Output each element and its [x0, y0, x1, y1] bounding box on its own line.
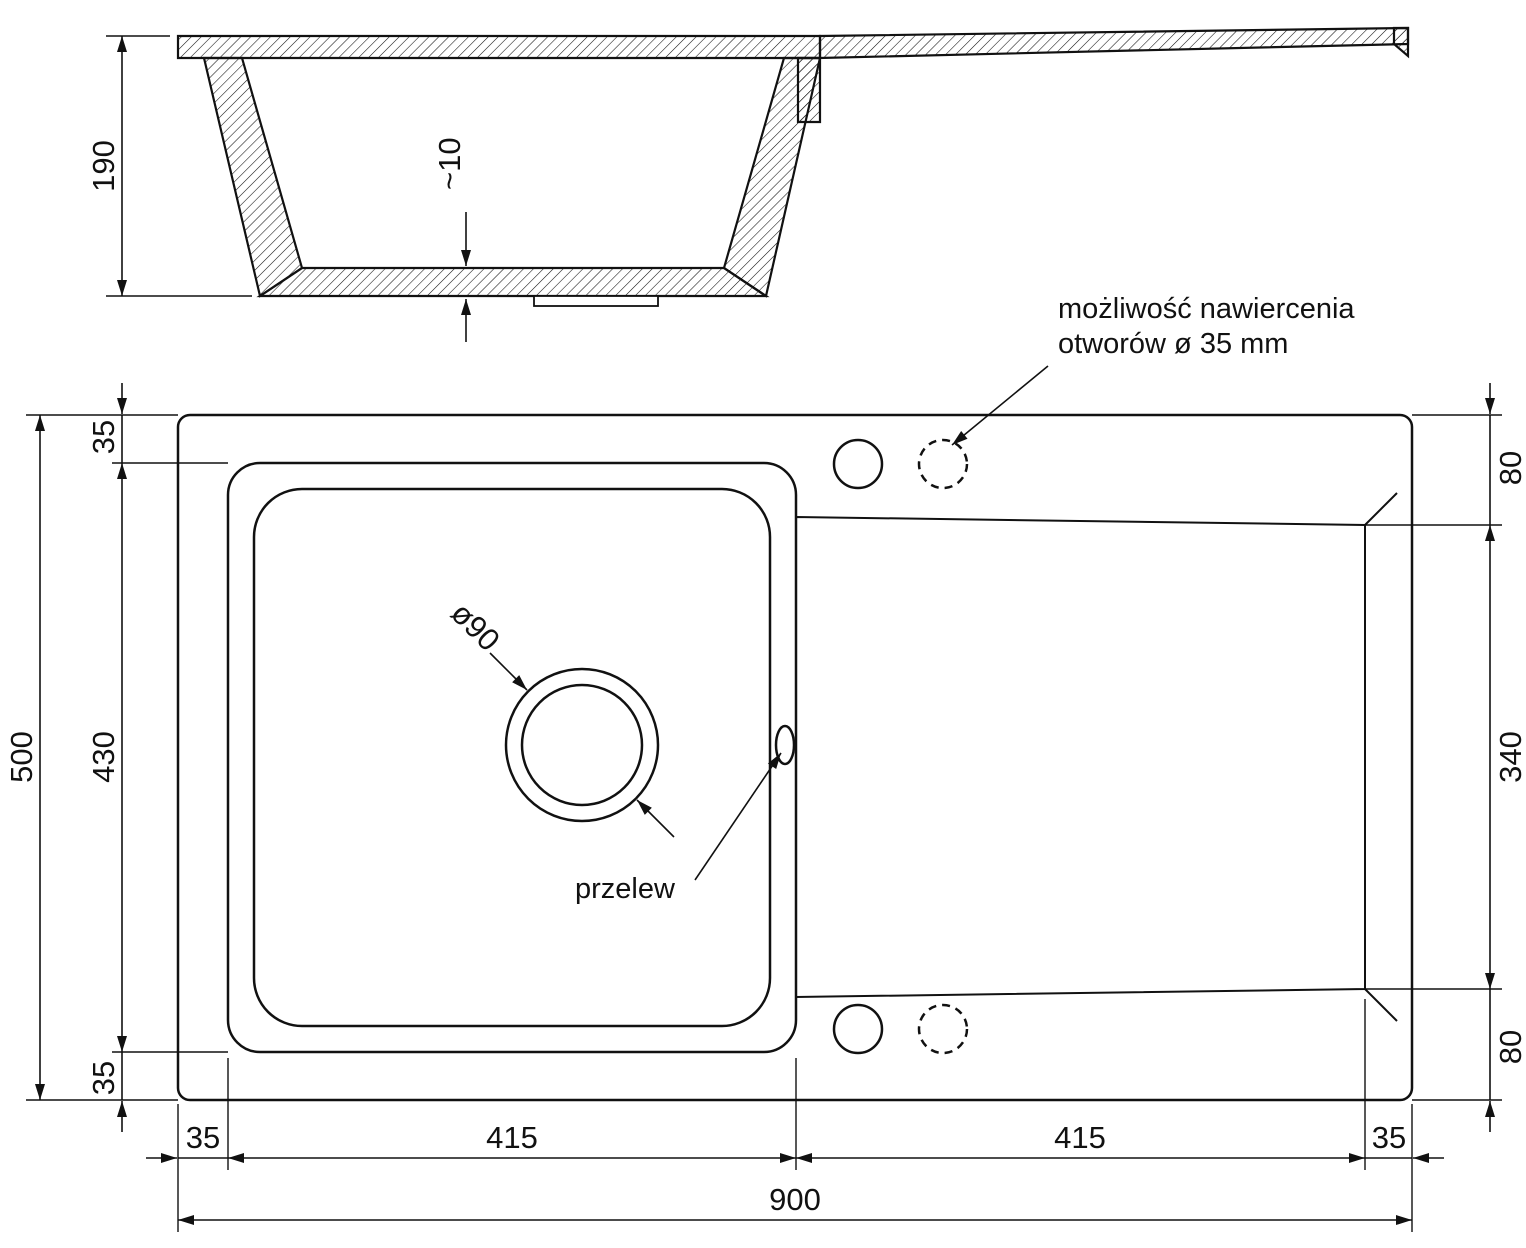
dim-label-right-bottom: 80 — [1493, 1030, 1526, 1064]
section-divider-block — [796, 56, 822, 124]
plan-view: możliwość nawiercenia otworów ø 35 mm pr… — [176, 293, 1414, 1102]
dim-label-margin-left: 35 — [186, 1120, 220, 1155]
dim-depth-group: 190 — [86, 35, 252, 297]
dim-label-bowl-width: 415 — [486, 1120, 538, 1155]
section-view: 190 ~10 — [86, 26, 1410, 342]
dim-thickness-group: ~10 — [432, 137, 471, 342]
tap-hole-bottom-optional — [917, 1003, 969, 1055]
tap-hole-top-optional — [917, 438, 969, 490]
dim-label-rim-bottom: 35 — [86, 1061, 121, 1095]
dim-label-margin-right: 35 — [1372, 1120, 1406, 1155]
dim-label-overall-height: 500 — [4, 731, 39, 783]
holes-note-line1: możliwość nawiercenia — [1058, 293, 1355, 325]
dimensions-left: 500 35 430 35 — [4, 383, 228, 1132]
drainboard-corner-top — [1364, 492, 1398, 526]
section-bottom — [256, 266, 770, 298]
drain-inner-circle — [520, 683, 644, 807]
drainboard-surface — [795, 515, 1366, 999]
overflow-label-group: przelew — [575, 752, 782, 905]
overflow-leader — [694, 752, 782, 881]
bowl-rim-inner — [252, 487, 772, 1028]
drainboard-corner-bottom — [1364, 988, 1398, 1022]
dim-label-bowl-height: 430 — [86, 731, 121, 783]
drain-leader-lower — [636, 799, 675, 838]
dim-label-thickness: ~10 — [432, 137, 467, 190]
dim-label-depth: 190 — [86, 140, 121, 192]
tap-hole-top — [832, 438, 884, 490]
holes-note-group: możliwość nawiercenia otworów ø 35 mm — [951, 293, 1355, 446]
dim-label-right-top: 80 — [1493, 451, 1526, 485]
holes-note-leader — [951, 365, 1049, 446]
overflow-label: przelew — [575, 873, 676, 905]
dim-label-rim-top: 35 — [86, 420, 121, 454]
section-drain-recess — [533, 295, 659, 307]
section-top-rim — [176, 34, 822, 60]
sink-outer-edge — [176, 413, 1414, 1102]
section-drainboard-strip — [818, 26, 1410, 60]
tap-hole-bottom — [832, 1003, 884, 1055]
dimensions-right: 80 340 80 — [1365, 383, 1526, 1132]
dim-label-drainer-width: 415 — [1054, 1120, 1106, 1155]
drain-leader-upper — [489, 652, 528, 691]
drain-label: ø90 — [444, 595, 507, 658]
overflow-slot — [774, 724, 796, 766]
drain-outer-circle — [504, 667, 660, 823]
bowl-rim-outer — [226, 461, 798, 1054]
dim-label-overall-width: 900 — [769, 1182, 821, 1217]
dim-label-drainer-height: 340 — [1493, 731, 1526, 783]
section-drainboard-end — [1392, 26, 1410, 59]
holes-note-line2: otworów ø 35 mm — [1058, 328, 1288, 360]
section-left-wall — [202, 56, 304, 298]
dimensions-bottom: 35 415 415 35 900 — [146, 999, 1444, 1232]
